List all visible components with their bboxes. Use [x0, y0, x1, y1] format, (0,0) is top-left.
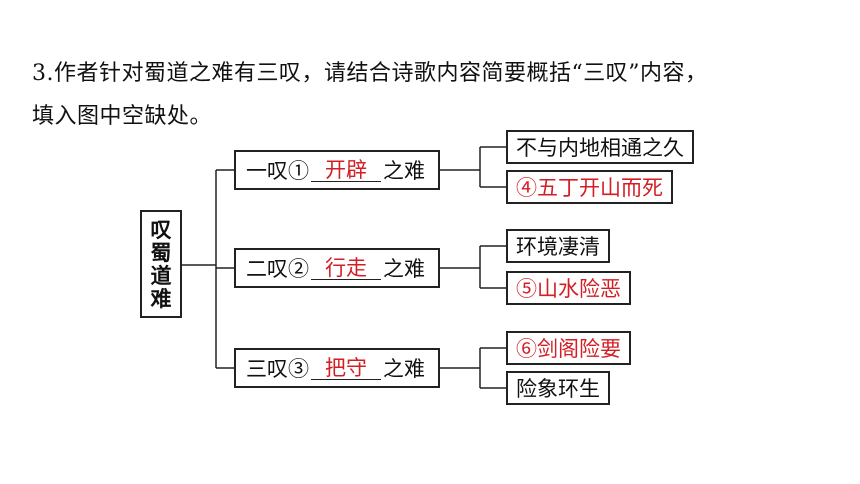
answer-blank: 开辟: [311, 159, 381, 182]
root-char: 难: [150, 286, 172, 311]
branch-prefix: 三叹③: [246, 357, 309, 381]
branch-node-2: 二叹② 行走 之难: [234, 248, 440, 288]
leaf-node: 不与内地相通之久: [506, 130, 694, 164]
root-node: 叹 蜀 道 难: [140, 210, 182, 318]
leaf-text: ⑤山水险恶: [516, 277, 621, 301]
branch-prefix: 一叹①: [246, 159, 309, 183]
answer-blank: 行走: [311, 257, 381, 280]
root-char: 叹: [150, 217, 172, 242]
root-char: 道: [150, 263, 172, 288]
leaf-text: 险象环生: [516, 377, 600, 401]
branch-suffix: 之难: [383, 357, 425, 381]
leaf-node: 险象环生: [506, 371, 610, 405]
leaf-text: 不与内地相通之久: [516, 136, 684, 160]
leaf-node-answer: ⑤山水险恶: [506, 271, 631, 305]
leaf-text: ④五丁开山而死: [516, 176, 663, 200]
branch-node-1: 一叹① 开辟 之难: [234, 150, 440, 190]
branch-suffix: 之难: [383, 257, 425, 281]
leaf-node: 环境凄清: [506, 229, 610, 263]
leaf-text: ⑥剑阁险要: [516, 337, 621, 361]
branch-prefix: 二叹②: [246, 257, 309, 281]
root-char: 蜀: [150, 240, 172, 265]
leaf-text: 环境凄清: [516, 235, 600, 259]
leaf-node-answer: ④五丁开山而死: [506, 170, 673, 204]
branch-suffix: 之难: [383, 159, 425, 183]
leaf-node-answer: ⑥剑阁险要: [506, 331, 631, 365]
question-line-2: 填入图中空缺处。: [32, 104, 213, 129]
answer-blank: 把守: [311, 357, 381, 380]
question-text: 3.作者针对蜀道之难有三叹，请结合诗歌内容简要概括“三叹”内容， 填入图中空缺处…: [32, 52, 832, 138]
branch-node-3: 三叹③ 把守 之难: [234, 348, 440, 388]
question-line-1: 3.作者针对蜀道之难有三叹，请结合诗歌内容简要概括“三叹”内容，: [32, 61, 708, 86]
